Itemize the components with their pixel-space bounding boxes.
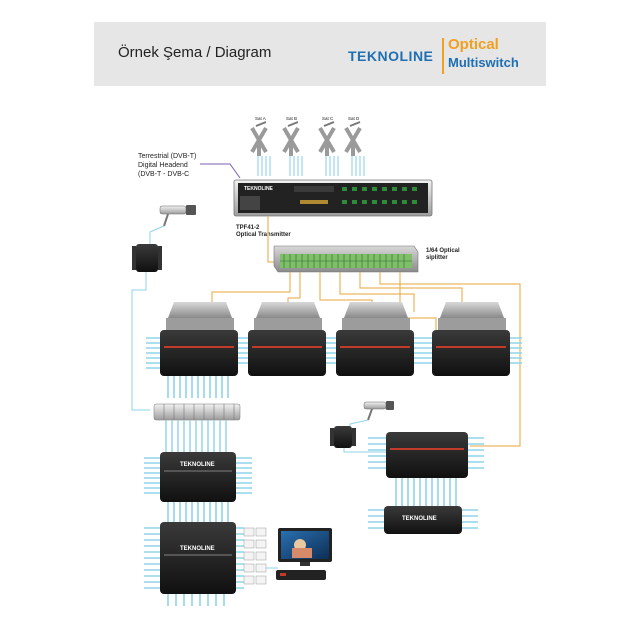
camera-right-cable (349, 419, 369, 428)
receiver-multiswitch-1 (160, 302, 238, 376)
modulator-right-cable (343, 448, 394, 453)
coax-cascade-2-sides (144, 527, 244, 606)
cctv-camera-icon (159, 205, 196, 227)
satellite-dishes: Sat A Sat B Sat C Sat D (250, 116, 362, 156)
fiber-tx-to-splitter (267, 216, 276, 263)
wall-sockets (243, 527, 267, 585)
remote-cascade-brand: TEKNOLINE (402, 516, 437, 522)
modulator-icon (132, 244, 162, 272)
splitter-label-line-1: 1/64 Optical (426, 248, 460, 254)
modulator-right-icon (330, 426, 356, 448)
tv-icon (278, 528, 332, 566)
multiswitch-cascade-2: TEKNOLINE (160, 522, 236, 594)
transmitter-model-label: TPF41-2 (236, 225, 260, 231)
transmitter-type-label: Optical Transmitter (236, 232, 291, 238)
terrestrial-headend-label: Terrestrial (DVB-T) Digital Headend (DVB… (138, 153, 196, 178)
tap-splitter-unit (153, 403, 241, 421)
teknoline-logo: TEKNOLINE Optical Multiswitch (348, 36, 534, 76)
terrestrial-cable (200, 163, 241, 179)
receiver-multiswitch-2 (248, 302, 326, 376)
sat-dish-b-icon (282, 121, 300, 156)
receiver-multiswitch-3 (336, 302, 414, 376)
cctv-camera-right-icon (363, 401, 394, 421)
receiver-row (160, 302, 510, 376)
camera-cable-left (149, 225, 165, 244)
coax-cascade-1-sides (144, 457, 252, 522)
logo-separator (442, 38, 444, 74)
sat-dish-d-icon (344, 121, 362, 156)
optical-transmitter: TEKNOLINE (233, 179, 433, 217)
coax-remote-sides (368, 437, 484, 506)
lnb-cables (257, 156, 365, 176)
sat-b-label: Sat B (286, 116, 297, 121)
sat-a-label: Sat A (255, 116, 266, 121)
splitter-label-line-2: siplitter (426, 255, 448, 261)
multiswitch-cascade-1: TEKNOLINE (160, 452, 236, 502)
sat-dish-a-icon (250, 121, 268, 156)
sat-d-label: Sat D (348, 116, 360, 121)
terrestrial-line-2: Digital Headend (138, 162, 188, 169)
page-title: Örnek Şema / Diagram (118, 44, 272, 61)
logo-multiswitch-text: Multiswitch (448, 55, 519, 70)
optical-splitter (273, 245, 419, 273)
splitter-port-grid (280, 254, 412, 268)
cascade-2-brand: TEKNOLINE (180, 546, 215, 552)
cascade-1-brand: TEKNOLINE (180, 462, 215, 468)
sat-c-label: Sat C (322, 116, 334, 121)
multiswitch-remote-cascade: TEKNOLINE (384, 506, 462, 534)
transmitter-ports (342, 187, 417, 204)
header-bar: Örnek Şema / Diagram TEKNOLINE Optical M… (94, 22, 546, 86)
coax-cascade-links (165, 420, 227, 452)
terrestrial-line-1: Terrestrial (DVB-T) (138, 153, 196, 160)
remote-receiver-unit (386, 432, 468, 478)
transmitter-brand: TEKNOLINE (244, 186, 274, 192)
coax-outputs-row (146, 337, 522, 398)
set-top-box-icon (276, 570, 326, 580)
logo-optical-text: Optical (448, 36, 499, 53)
receiver-multiswitch-4 (432, 302, 510, 376)
terrestrial-line-3: (DVB-T - DVB-C (138, 171, 189, 178)
coax-remote-cascade-sides (368, 509, 478, 529)
sat-dish-c-icon (318, 121, 336, 156)
logo-brand-text: TEKNOLINE (348, 48, 434, 64)
modulator-cable-left (131, 272, 150, 411)
